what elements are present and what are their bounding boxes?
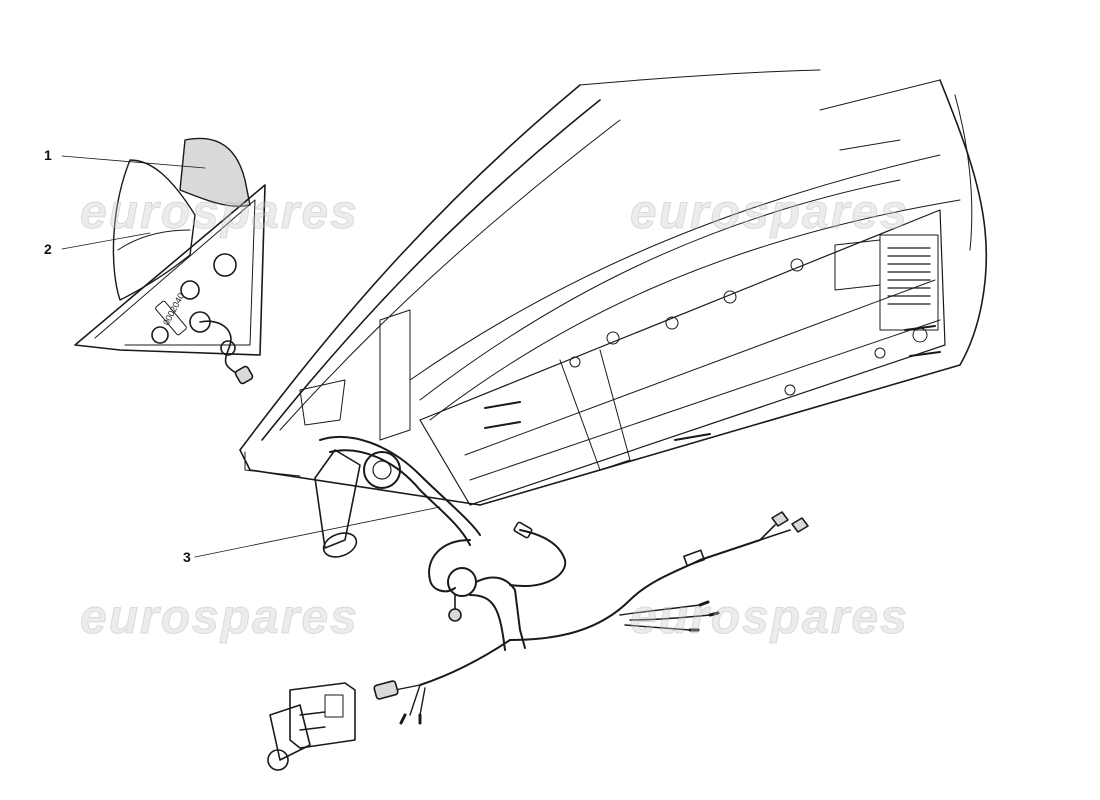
- wiring-harness: [314, 435, 809, 725]
- door-switch-plate: [267, 682, 356, 771]
- exterior-mirror-assembly: [74, 137, 266, 385]
- door-panel: [239, 69, 988, 506]
- callout-3: 3: [183, 549, 191, 565]
- callout-leaders: [61, 155, 441, 558]
- callout-1: 1: [44, 147, 52, 163]
- callout-2: 2: [44, 241, 52, 257]
